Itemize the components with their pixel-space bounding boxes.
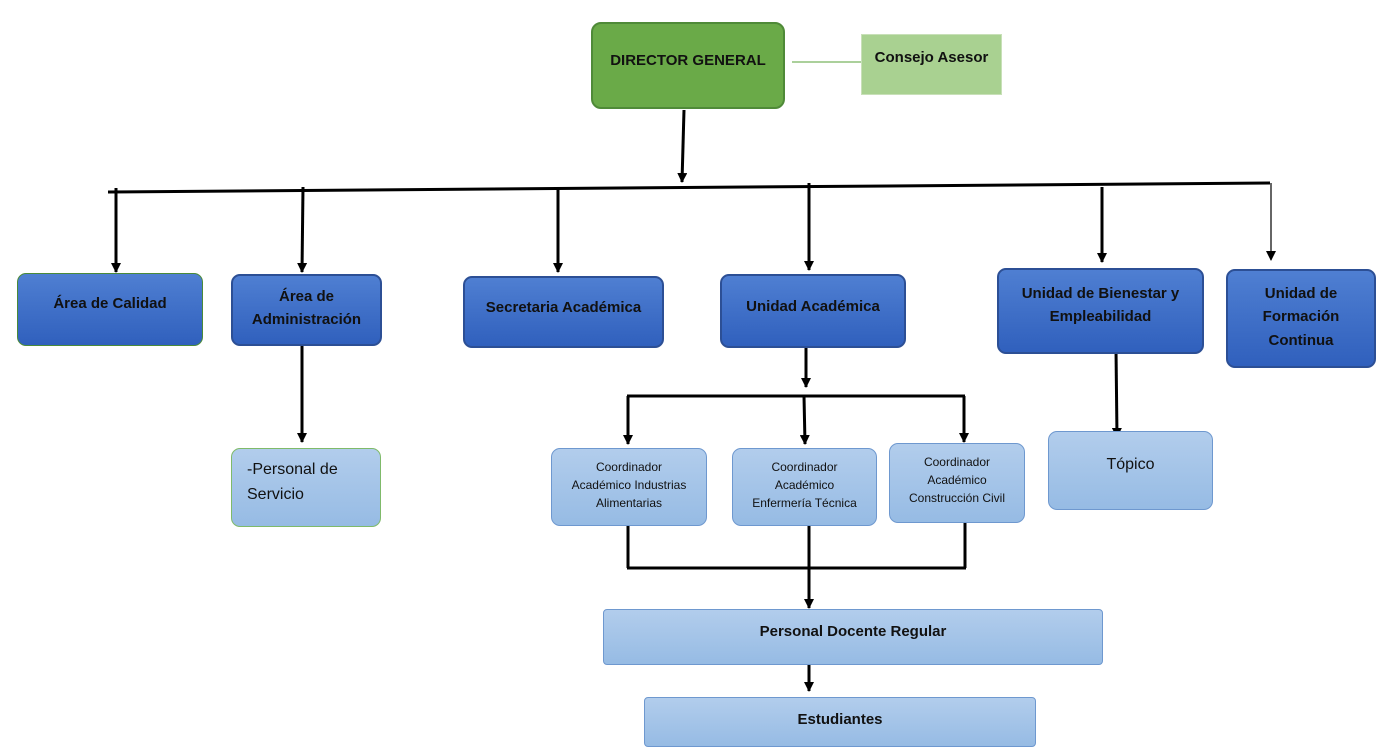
coordinador-construccion-label-1: Coordinador [923,455,991,469]
personal-servicio-label-2: Servicio [247,485,304,503]
unidad-bienestar-label-1: Unidad de Bienestar y [1021,285,1180,302]
estudiantes-label: Estudiantes [797,711,883,728]
director-general-label: DIRECTOR GENERAL [610,52,766,69]
coordinador-construccion-label-3: Construcción Civil [908,491,1006,505]
consejo-asesor-box: Consejo Asesor [861,34,1002,95]
unidad-academica-box: Unidad Académica [720,274,906,348]
area-administracion-label-2: Administración [251,311,362,329]
consejo-asesor-label: Consejo Asesor [874,49,989,66]
coordinador-industrias-box: Coordinador Académico Industrias Aliment… [551,448,707,526]
unidad-formacion-box: Unidad de Formación Continua [1226,269,1376,368]
coordinador-construccion-label-2: Académico [927,473,987,487]
coordinador-enfermeria-label-1: Coordinador [771,460,838,474]
administracion-connector [297,186,308,273]
personal-docente-box: Personal Docente Regular [603,609,1103,665]
area-calidad-box: Área de Calidad [17,273,203,346]
coordinador-enfermeria-box: Coordinador Académico Enfermería Técnica [732,448,877,526]
director-connector [677,109,688,183]
unidad-bienestar-label-2: Empleabilidad [1049,308,1152,326]
coordinador-construccion-box: Coordinador Académico Construcción Civil [889,443,1025,523]
unidad-formacion-label-2: Formación [1262,308,1340,326]
coordinador-industrias-label-1: Coordinador [595,460,663,474]
unidad-bienestar-box: Unidad de Bienestar y Empleabilidad [997,268,1204,354]
unidad-academica-label: Unidad Académica [746,298,880,315]
coordinador-enfermeria-label-2: Académico [774,478,835,492]
enfermeria-connector [799,395,810,445]
secretaria-academica-label: Secretaria Académica [485,299,642,316]
coordinador-industrias-label-2: Académico Industrias [571,478,687,492]
area-administracion-box: Área de Administración [231,274,382,346]
topico-label: Tópico [1106,456,1155,473]
unidad-formacion-label-1: Unidad de [1264,285,1338,302]
topico-connector [1111,348,1122,438]
topico-box: Tópico [1048,431,1213,510]
coordinador-enfermeria-label-3: Enfermería Técnica [752,496,857,510]
main-bus-line [107,181,1271,194]
unidad-formacion-label-3: Continua [1268,331,1334,349]
secretaria-academica-box: Secretaria Académica [463,276,664,348]
coordinador-industrias-label-3: Alimentarias [595,496,663,510]
director-general-box: DIRECTOR GENERAL [591,22,785,109]
area-administracion-label-1: Área de [278,288,335,305]
personal-servicio-box: -Personal de Servicio [231,448,381,527]
personal-docente-label: Personal Docente Regular [759,623,947,640]
personal-servicio-label-1: -Personal de [247,461,338,478]
estudiantes-box: Estudiantes [644,697,1036,747]
area-calidad-label: Área de Calidad [53,295,167,312]
